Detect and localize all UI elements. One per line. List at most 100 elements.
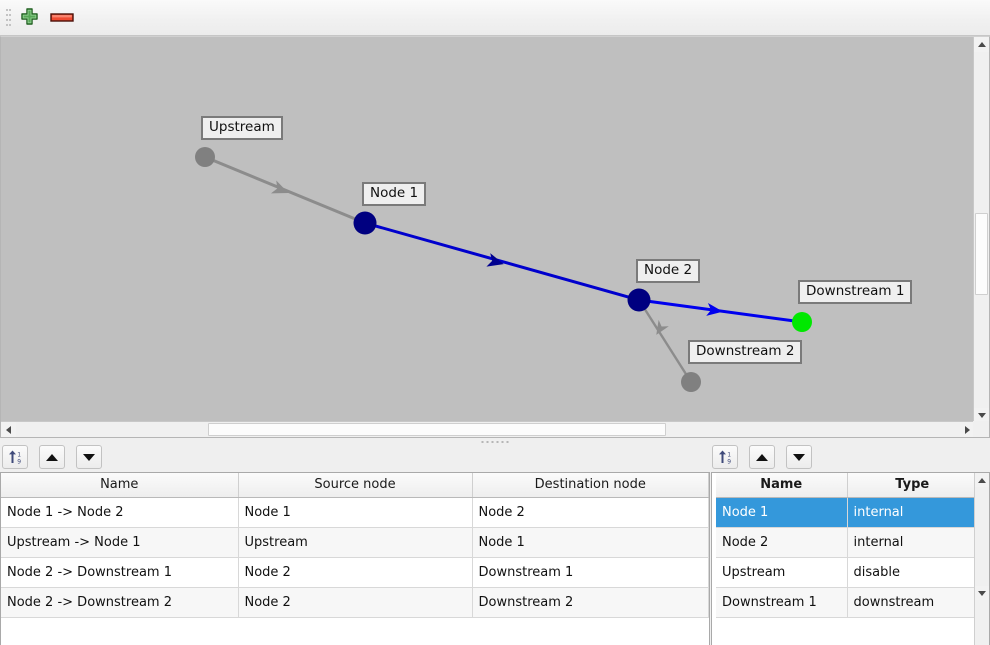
svg-text:9: 9 bbox=[17, 459, 21, 465]
edges-cell-name: Upstream -> Node 1 bbox=[1, 527, 239, 558]
graph-node-node1 bbox=[353, 211, 377, 235]
nodes-cell-name: Upstream bbox=[716, 557, 848, 588]
triangle-up-icon bbox=[755, 453, 768, 461]
edges-cell-source: Node 2 bbox=[238, 557, 473, 588]
graph-label-downstream1[interactable]: Downstream 1 bbox=[798, 280, 913, 304]
edge-arrow-node2-downstream1 bbox=[706, 302, 723, 316]
edges-cell-source: Node 1 bbox=[238, 497, 473, 528]
edges-sort-button[interactable]: 1 9 bbox=[2, 445, 28, 469]
edges-col-name[interactable]: Name bbox=[1, 473, 239, 498]
graph-label-node1[interactable]: Node 1 bbox=[362, 182, 427, 206]
graph-svg bbox=[195, 147, 812, 392]
graph-node-downstream1 bbox=[792, 312, 812, 332]
triangle-down-icon bbox=[978, 590, 986, 596]
nodes-col-name[interactable]: Name bbox=[716, 473, 848, 498]
graph-node-downstream2 bbox=[681, 372, 701, 392]
triangle-right-icon bbox=[965, 425, 970, 434]
nodes-move-down-button[interactable] bbox=[785, 445, 812, 469]
nodes-cell-name: Node 2 bbox=[716, 527, 848, 558]
edges-move-down-button[interactable] bbox=[75, 445, 102, 469]
triangle-down-icon bbox=[792, 453, 805, 461]
edge-arrow-node1-node2 bbox=[486, 253, 504, 267]
add-node-button[interactable] bbox=[16, 6, 42, 30]
edges-col-destination[interactable]: Destination node bbox=[472, 473, 709, 498]
toolbar-drag-handle[interactable] bbox=[6, 9, 11, 27]
graph-canvas[interactable]: Upstream Node 1 Node 2 Downstream 1 Down… bbox=[1, 37, 975, 423]
green-plus-icon bbox=[20, 7, 39, 29]
nodes-cell-type: disable bbox=[847, 557, 978, 588]
edge-arrow-node2-downstream2 bbox=[656, 319, 669, 335]
red-minus-icon bbox=[50, 10, 74, 27]
triangle-down-icon bbox=[977, 413, 986, 418]
triangle-up-icon bbox=[977, 42, 986, 47]
graph-vertical-scrollbar[interactable] bbox=[973, 37, 989, 423]
remove-node-button[interactable] bbox=[49, 6, 75, 30]
edge-arrow-upstream-node1 bbox=[270, 180, 289, 194]
tables-area: 1 9 1 9 bbox=[0, 443, 990, 645]
edges-cell-destination: Node 1 bbox=[472, 527, 709, 558]
scroll-left-button[interactable] bbox=[1, 422, 16, 437]
nodes-cell-name: Downstream 1 bbox=[716, 587, 848, 618]
nodes-table-toolbar: 1 9 bbox=[712, 445, 819, 471]
edges-cell-destination: Node 2 bbox=[472, 497, 709, 528]
svg-text:1: 1 bbox=[17, 451, 21, 458]
nodes-table-header-row: Name Type bbox=[716, 473, 978, 498]
edges-table-toolbar: 1 9 bbox=[2, 445, 109, 471]
triangle-up-icon bbox=[45, 453, 58, 461]
edges-table-header-row: Name Source node Destination node bbox=[1, 473, 709, 498]
edges-table: Name Source node Destination node Node 1… bbox=[1, 473, 709, 618]
edges-col-source[interactable]: Source node bbox=[238, 473, 473, 498]
edges-cell-name: Node 2 -> Downstream 2 bbox=[1, 587, 239, 618]
nodes-cell-type: internal bbox=[847, 527, 978, 558]
nodes-sort-button[interactable]: 1 9 bbox=[712, 445, 738, 469]
edges-cell-destination: Downstream 1 bbox=[472, 557, 709, 588]
graph-vertical-scroll-thumb[interactable] bbox=[975, 213, 988, 295]
graph-node-node2 bbox=[627, 288, 651, 312]
edges-move-up-button[interactable] bbox=[38, 445, 65, 469]
graph-horizontal-scroll-thumb[interactable] bbox=[208, 423, 666, 436]
scroll-right-button[interactable] bbox=[960, 422, 975, 437]
main-toolbar bbox=[0, 0, 990, 36]
nodes-cell-name: Node 1 bbox=[716, 497, 848, 528]
nodes-scroll-up-button[interactable] bbox=[975, 473, 989, 487]
scroll-down-button[interactable] bbox=[974, 408, 989, 423]
graph-label-downstream2[interactable]: Downstream 2 bbox=[688, 340, 803, 364]
nodes-scroll-down-button[interactable] bbox=[975, 586, 989, 600]
graph-node-upstream bbox=[195, 147, 215, 167]
sort-ascending-icon: 1 9 bbox=[8, 450, 21, 465]
nodes-col-type[interactable]: Type bbox=[847, 473, 978, 498]
nodes-move-up-button[interactable] bbox=[748, 445, 775, 469]
nodes-cell-type: internal bbox=[847, 497, 978, 528]
graph-label-node2[interactable]: Node 2 bbox=[636, 259, 701, 283]
edge-node2-downstream2 bbox=[637, 299, 693, 383]
graph-horizontal-scrollbar[interactable] bbox=[1, 421, 975, 437]
triangle-left-icon bbox=[6, 425, 11, 434]
triangle-up-icon bbox=[978, 477, 986, 483]
scroll-up-button[interactable] bbox=[974, 37, 989, 52]
edges-cell-source: Upstream bbox=[238, 527, 473, 558]
graph-label-upstream[interactable]: Upstream bbox=[201, 116, 283, 140]
edges-cell-source: Node 2 bbox=[238, 587, 473, 618]
edge-node1-node2 bbox=[364, 221, 640, 302]
edges-table-container: Name Source node Destination node Node 1… bbox=[0, 472, 710, 645]
graph-panel: Upstream Node 1 Node 2 Downstream 1 Down… bbox=[0, 36, 990, 438]
panel-splitter[interactable] bbox=[0, 438, 990, 447]
nodes-table-vertical-scrollbar[interactable] bbox=[974, 473, 989, 645]
scrollbar-corner bbox=[973, 421, 989, 437]
edges-cell-name: Node 2 -> Downstream 1 bbox=[1, 557, 239, 588]
svg-text:1: 1 bbox=[727, 451, 731, 458]
sort-ascending-icon: 1 9 bbox=[718, 450, 731, 465]
